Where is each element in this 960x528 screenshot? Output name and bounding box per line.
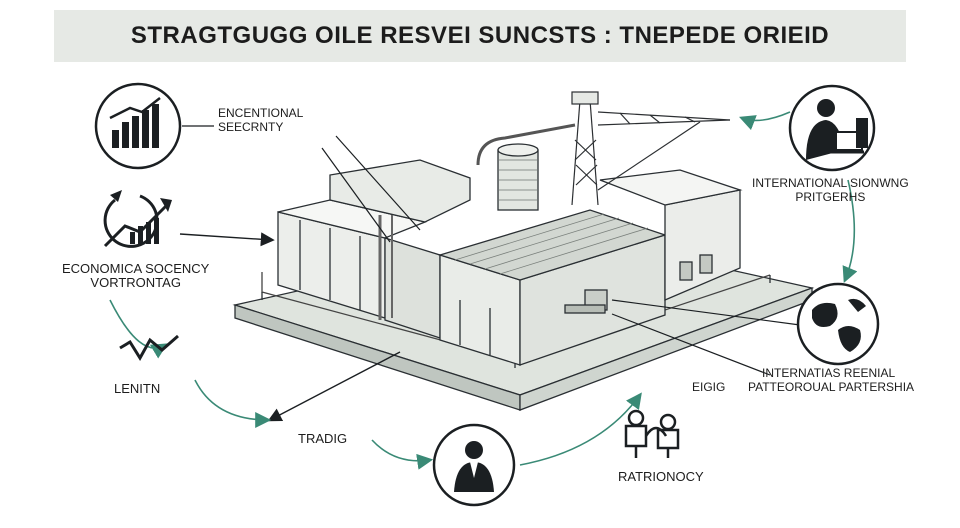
callout-lines: [179, 125, 801, 422]
globe-icon: [796, 282, 880, 366]
label-right-top-line1: INTERNATIONAL SIONWNG: [752, 176, 909, 190]
label-bottom-right: RATRIONOCY: [618, 469, 704, 484]
label-right-mid-b: PATTEOROUAL PARTERSHIA: [748, 380, 915, 394]
label-center-small: EIGIG: [692, 380, 726, 394]
page-title: STRAGTGUGG OILE RESVEI SUNCSTS : TNEPEDE…: [130, 22, 830, 49]
label-right-top-line2: PRITGERHS: [795, 190, 866, 204]
title-banner: STRAGTGUGG OILE RESVEI SUNCSTS : TNEPEDE…: [54, 10, 906, 62]
label-top-left: ENCENTIONAL SEECRNTY: [218, 106, 303, 134]
label-right-top: INTERNATIONAL SIONWNG PRITGERHS: [752, 176, 909, 204]
person-laptop-icon: [788, 84, 876, 172]
label-right-mid-a: INTERNATIAS REENIAL: [762, 366, 896, 380]
label-left-mid-line2: VORTRONTAG: [90, 275, 181, 290]
label-top-left-line1: ENCENTIONAL: [218, 106, 304, 120]
label-bottom-left: TRADIG: [298, 431, 348, 446]
label-left-mid-line1: ECONOMICA SOCENCY: [62, 261, 210, 276]
bar-chart-icon: [94, 82, 182, 170]
zigzag-icon: [119, 334, 179, 361]
growth-arrow-icon: [103, 190, 172, 248]
oil-refinery-illustration: [232, 91, 815, 411]
label-left-low: LENITN: [114, 381, 161, 396]
partnership-icon: [624, 409, 680, 458]
businessman-icon: [432, 423, 516, 507]
label-left-mid: ECONOMICA SOCENCY VORTRONTAG: [62, 262, 209, 290]
label-top-left-line2: SEECRNTY: [218, 120, 284, 134]
